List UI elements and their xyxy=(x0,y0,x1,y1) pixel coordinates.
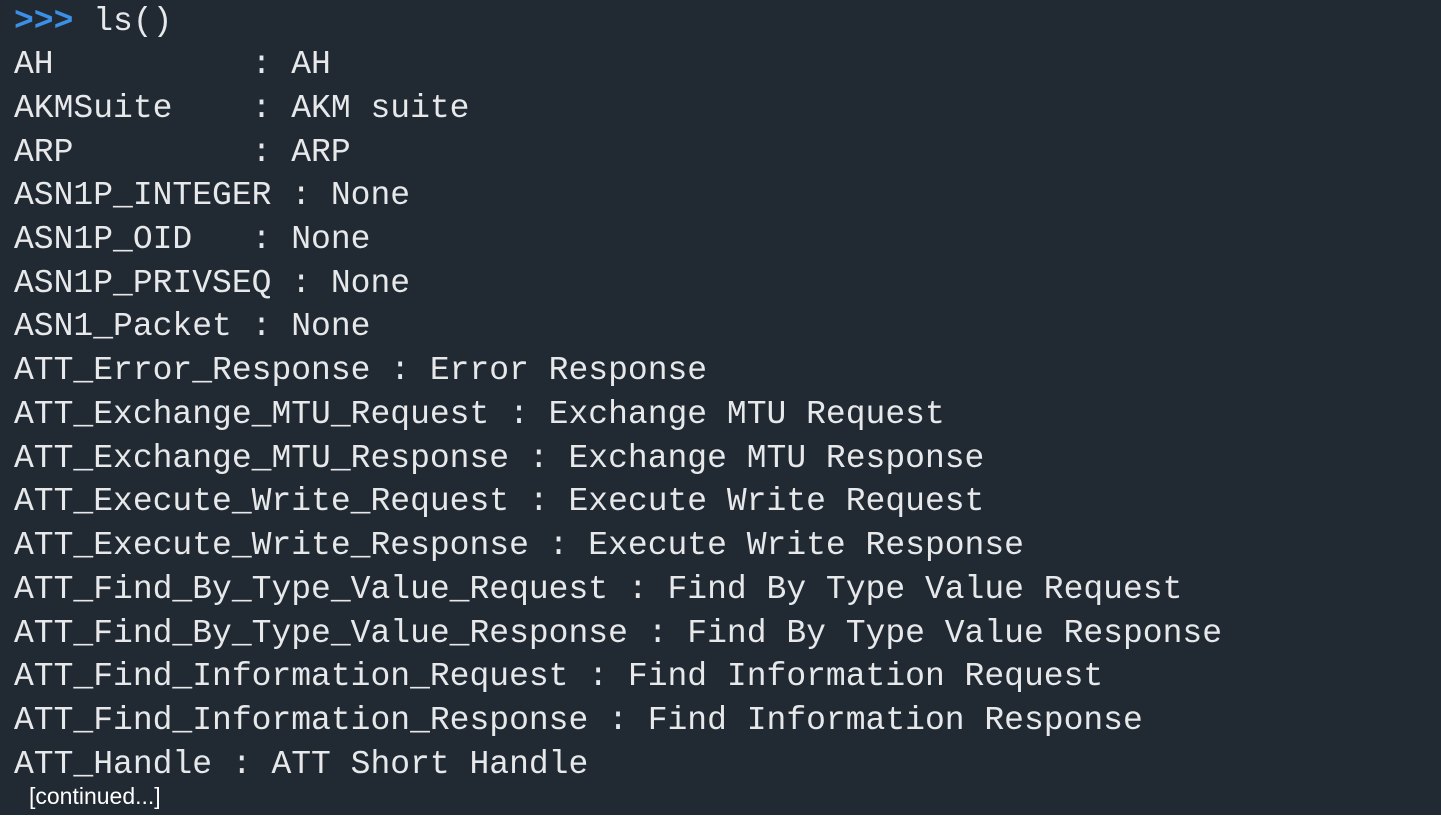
output-line: ATT_Handle : ATT Short Handle xyxy=(14,746,589,783)
output-line: ASN1P_PRIVSEQ : None xyxy=(14,265,411,302)
output-line: AH : AH xyxy=(14,46,331,83)
output-line: ATT_Find_Information_Response : Find Inf… xyxy=(14,702,1143,739)
output-line: ATT_Error_Response : Error Response xyxy=(14,352,708,389)
output-line: ATT_Find_By_Type_Value_Request : Find By… xyxy=(14,571,1183,608)
output-line: ASN1_Packet : None xyxy=(14,308,371,345)
output-line: ARP : ARP xyxy=(14,134,351,171)
output-line: ATT_Find_Information_Request : Find Info… xyxy=(14,658,1104,695)
output-line: ASN1P_OID : None xyxy=(14,221,371,258)
output-line: ATT_Exchange_MTU_Request : Exchange MTU … xyxy=(14,396,945,433)
prompt-line: >>> ls() xyxy=(14,2,172,42)
continued-label: [continued...] xyxy=(29,783,161,809)
output-line: AKMSuite : AKM suite xyxy=(14,90,470,127)
prompt-symbol: >>> xyxy=(14,3,74,40)
output-line: ASN1P_INTEGER : None xyxy=(14,177,411,214)
output-line: ATT_Execute_Write_Response : Execute Wri… xyxy=(14,527,1024,564)
bottom-border xyxy=(0,815,1441,821)
output-line: ATT_Exchange_MTU_Response : Exchange MTU… xyxy=(14,440,985,477)
command-text: ls() xyxy=(73,3,173,40)
output-line: ATT_Execute_Write_Request : Execute Writ… xyxy=(14,483,985,520)
output-line: ATT_Find_By_Type_Value_Response : Find B… xyxy=(14,615,1222,652)
